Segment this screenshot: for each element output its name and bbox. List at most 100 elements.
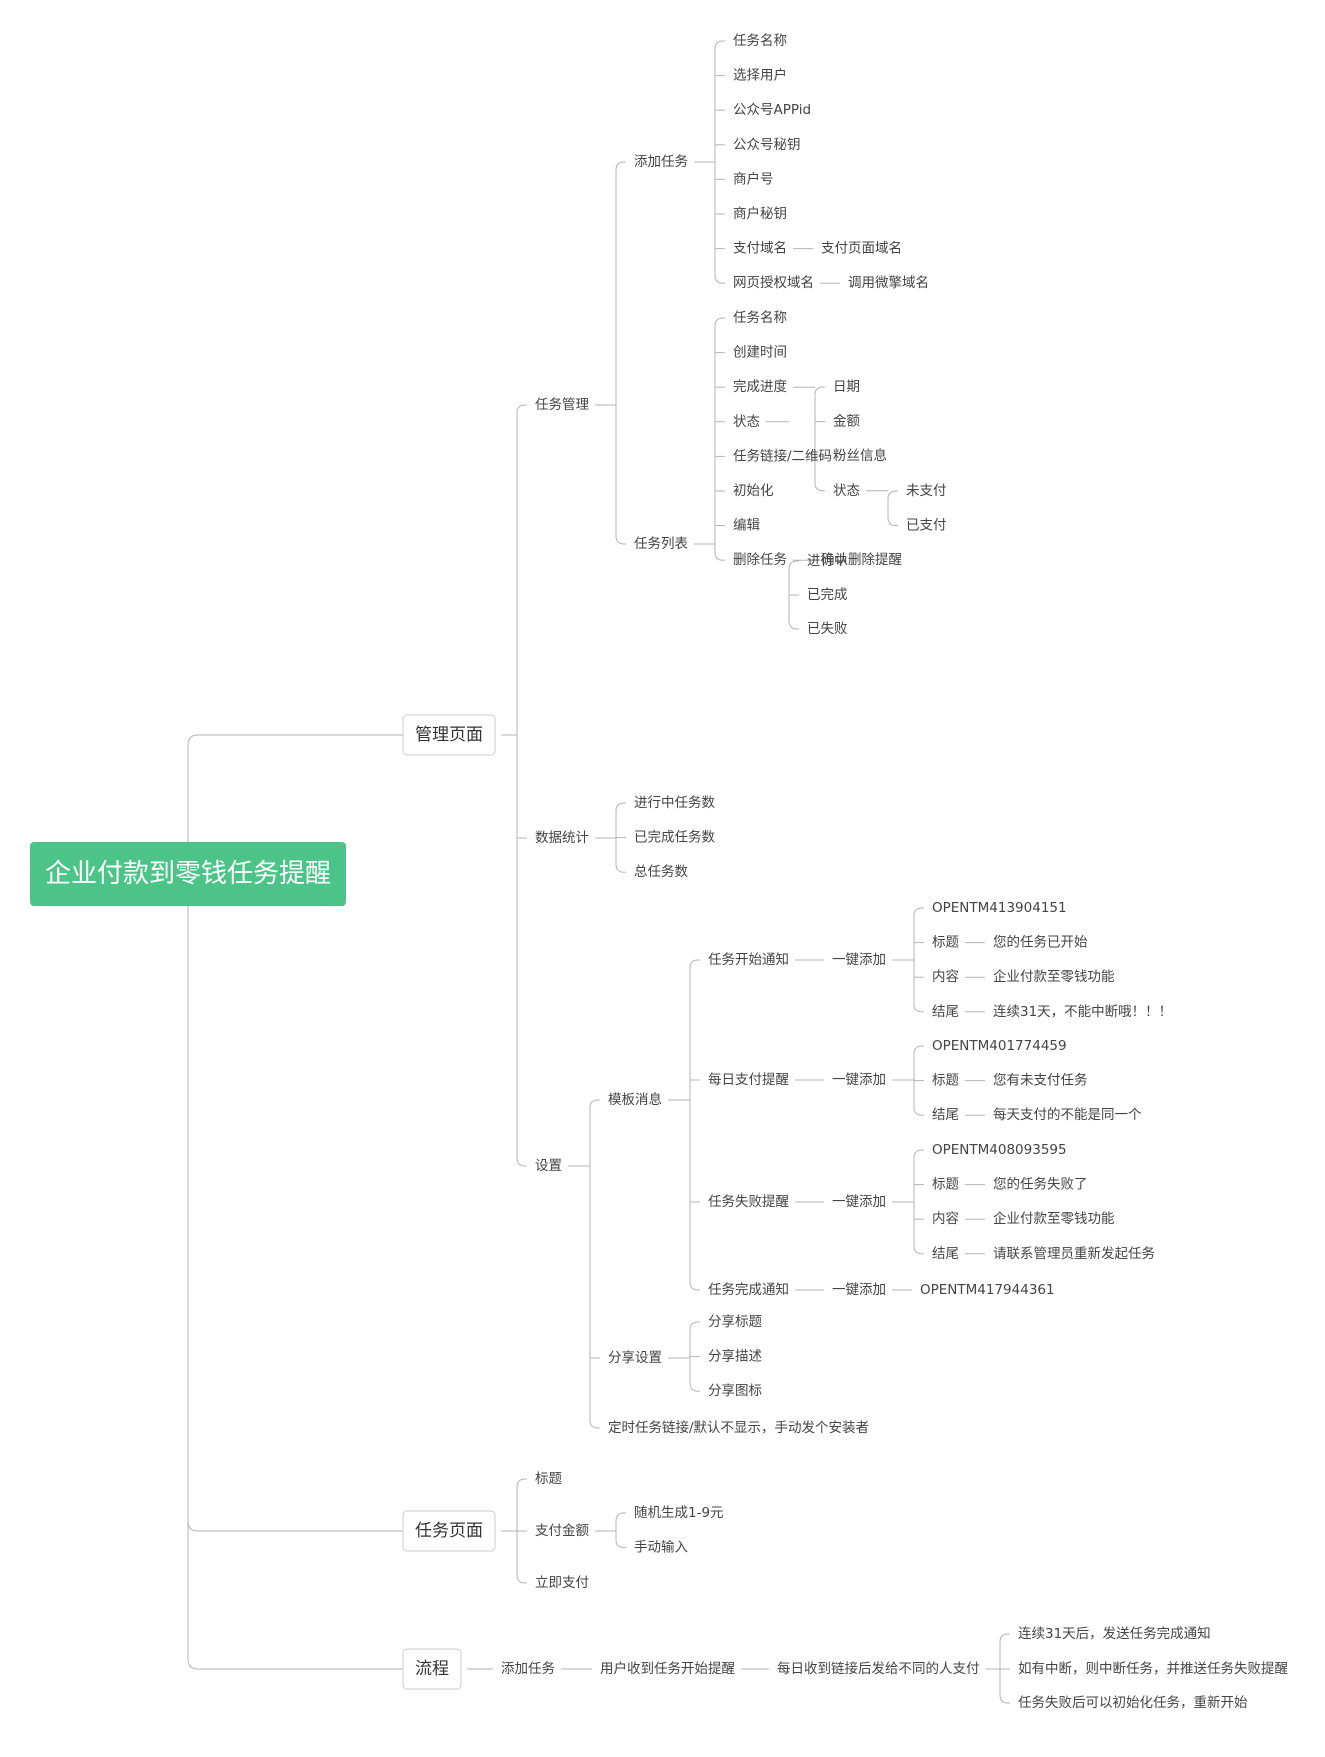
node-label: 总任务数 [634, 864, 688, 880]
node-label: 一键添加 [832, 1282, 886, 1298]
connector-curve [615, 161, 625, 545]
node-label: 添加任务 [634, 154, 688, 170]
node-label: 一键添加 [832, 1194, 886, 1210]
node-label: 数据统计 [535, 830, 589, 846]
node-label: 内容 [932, 1210, 959, 1227]
node-label: 结尾 [932, 1107, 959, 1123]
connector-curve [887, 490, 897, 527]
node-label: 任务失败后可以初始化任务，重新开始 [1018, 1694, 1248, 1711]
connector-curve [913, 1149, 923, 1255]
connector-curve [689, 1321, 699, 1392]
node-label: 已完成任务数 [634, 830, 715, 846]
node-label: 手动输入 [634, 1540, 688, 1556]
node-label: OPENTM401774459 [932, 1038, 1067, 1054]
section-node [402, 1510, 496, 1552]
section-node [402, 714, 496, 756]
node-label: 状态 [733, 414, 760, 430]
node-label: 企业付款至零钱功能 [993, 968, 1115, 985]
root-node [30, 842, 346, 906]
node-label: 每天支付的不能是同一个 [993, 1107, 1142, 1123]
node-label: 任务失败提醒 [708, 1194, 789, 1210]
node-label: 随机生成1-9元 [634, 1505, 724, 1521]
node-label: OPENTM413904151 [932, 900, 1067, 916]
node-label: 企业付款到零钱任务提醒 [45, 859, 331, 889]
node-label: 任务页面 [415, 1521, 483, 1541]
connector-curve [187, 906, 403, 1670]
node-label: 调用微擎域名 [848, 275, 929, 291]
connector-curve [516, 1478, 526, 1584]
node-label: 结尾 [932, 1004, 959, 1020]
node-label: 支付金额 [535, 1523, 589, 1539]
connector-curve [999, 1633, 1009, 1704]
node-label: 每日收到链接后发给不同的人支付 [777, 1660, 980, 1677]
connector-curve [913, 907, 923, 1013]
node-label: 连续31天，不能中断哦！！！ [993, 1004, 1172, 1020]
node-label: 删除任务 [733, 552, 787, 568]
node-label: 模板消息 [608, 1091, 662, 1108]
node-label: 编辑 [733, 518, 760, 534]
node-label: 连续31天后，发送任务完成通知 [1018, 1625, 1211, 1642]
node-label: 添加任务 [501, 1661, 555, 1677]
node-label: 已失败 [807, 621, 848, 637]
node-label: 任务完成通知 [708, 1281, 789, 1298]
node-label: 公众号APPid [733, 102, 811, 118]
node-label: OPENTM408093595 [932, 1142, 1067, 1158]
node-label: 商户号 [733, 170, 774, 187]
node-label: 已支付 [906, 518, 947, 534]
node-label: 确认删除提醒 [821, 552, 902, 568]
node-label: 进行中任务数 [634, 795, 715, 811]
connector-curve [589, 1099, 599, 1429]
node-label: 任务开始通知 [708, 951, 789, 968]
node-label: 进行中 [807, 553, 848, 569]
node-label: 任务管理 [535, 397, 589, 413]
node-label: 分享设置 [608, 1349, 662, 1366]
node-label: 已完成 [807, 587, 848, 603]
node-label: 任务列表 [634, 536, 688, 552]
node-label: 任务名称 [733, 33, 787, 49]
node-label: 您的任务失败了 [993, 1176, 1088, 1193]
node-label: 公众号秘钥 [733, 137, 801, 153]
connector-curve [714, 317, 724, 561]
connector-curve [187, 906, 403, 1532]
connector-curve [913, 1045, 923, 1116]
connector-curve [615, 802, 625, 873]
node-label: 请联系管理员重新发起任务 [993, 1246, 1155, 1262]
node-label: 一键添加 [832, 952, 886, 968]
section-node [402, 1648, 462, 1690]
connector-curve [516, 404, 526, 1167]
node-label: 支付域名 [733, 241, 787, 257]
node-label: 分享图标 [708, 1382, 762, 1399]
mindmap-nodes: 企业付款到零钱任务提醒管理页面任务页面流程任务管理添加任务任务名称选择用户公众号… [30, 33, 1288, 1711]
node-label: 企业付款至零钱功能 [993, 1210, 1115, 1227]
node-label: 支付页面域名 [821, 241, 902, 257]
node-label: OPENTM417944361 [920, 1282, 1055, 1298]
node-label: 您有未支付任务 [993, 1072, 1088, 1089]
node-label: 商户秘钥 [733, 205, 787, 222]
node-label: 标题 [932, 1177, 959, 1193]
node-label: 状态 [833, 483, 860, 499]
node-label: 内容 [932, 968, 959, 985]
node-label: 标题 [932, 1073, 959, 1089]
node-label: 任务链接/二维码 [733, 447, 832, 464]
connector-curve [615, 1512, 625, 1549]
node-label: 未支付 [906, 483, 947, 499]
node-label: 选择用户 [733, 67, 787, 84]
node-label: 流程 [415, 1659, 449, 1679]
node-label: 任务名称 [733, 310, 787, 326]
node-label: 用户收到任务开始提醒 [600, 1660, 735, 1677]
connector-curve [814, 386, 824, 492]
node-label: 如有中断，则中断任务，并推送任务失败提醒 [1018, 1661, 1288, 1677]
node-label: 结尾 [932, 1246, 959, 1262]
node-label: 分享标题 [708, 1313, 762, 1330]
node-label: 金额 [833, 414, 861, 430]
node-label: 初始化 [733, 482, 774, 499]
node-label: 每日支付提醒 [708, 1072, 789, 1088]
node-label: 您的任务已开始 [993, 934, 1088, 951]
node-label: 设置 [535, 1158, 562, 1174]
node-label: 完成进度 [733, 379, 787, 395]
node-label: 一键添加 [832, 1072, 886, 1088]
node-label: 立即支付 [535, 1575, 589, 1591]
node-label: 网页授权域名 [733, 274, 814, 291]
node-label: 定时任务链接/默认不显示，手动发个安装者 [608, 1419, 869, 1436]
